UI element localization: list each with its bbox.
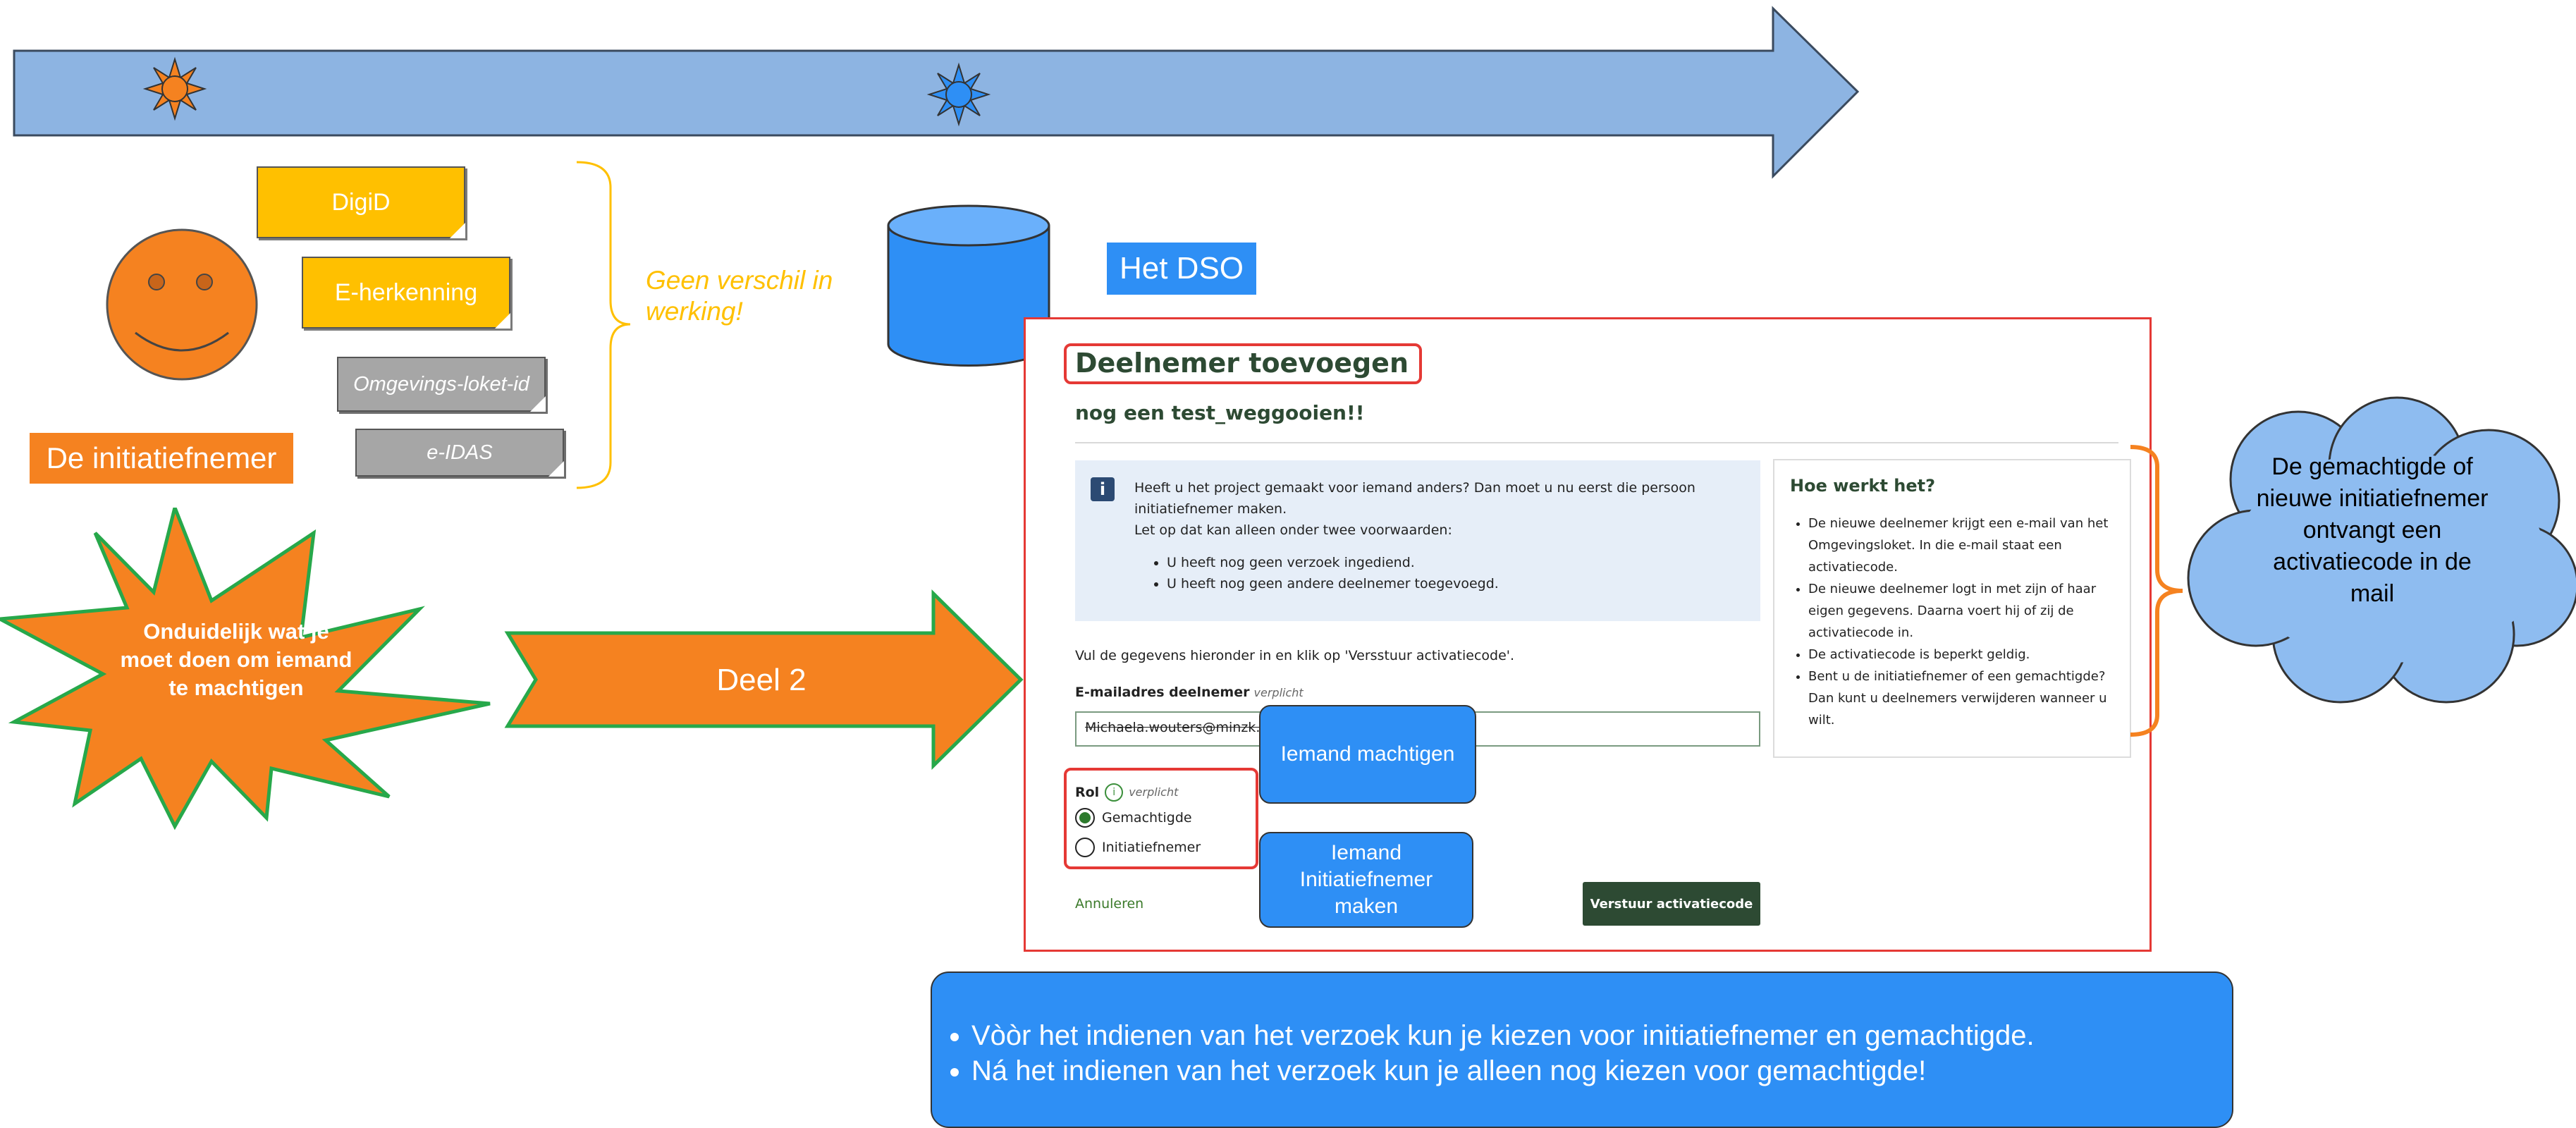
deel2-label: Deel 2	[716, 663, 806, 697]
cloud-shape	[2187, 396, 2576, 704]
info-bullet: U heeft nog geen andere deelnemer toegev…	[1167, 573, 1741, 594]
role-label: Rol	[1075, 785, 1100, 800]
radio-unselected[interactable]	[1075, 838, 1095, 857]
email-label: E-mailadres deelnemer	[1075, 685, 1250, 700]
dso-screenshot: Deelnemer toevoegen nog een test_weggooi…	[1024, 317, 2152, 952]
info-bullet: U heeft nog geen verzoek ingediend.	[1167, 552, 1741, 573]
email-value: Michaela.wouters@minzk...	[1085, 720, 1269, 735]
role-box	[1064, 768, 1258, 869]
help-title: Hoe werkt het?	[1790, 476, 1936, 496]
login-eherkenning: E-herkenning	[302, 257, 510, 329]
burst-shape	[0, 508, 491, 830]
divider	[1075, 442, 2118, 443]
sun-icon-orange	[142, 56, 207, 121]
role-option-gemachtigde[interactable]: Gemachtigde	[1075, 807, 1192, 828]
brace-note: Geen verschil in werking!	[646, 266, 833, 326]
sun-icon-blue	[926, 62, 991, 127]
callout-iemand-initiatiefnemer: Iemand Initiatiefnemer maken	[1259, 832, 1473, 928]
radio-selected[interactable]	[1075, 808, 1095, 828]
database-icon	[887, 204, 1050, 367]
form-title: Deelnemer toevoegen	[1075, 348, 1409, 379]
role-option-initiatiefnemer[interactable]: Initiatiefnemer	[1075, 837, 1201, 858]
brace-yellow	[576, 161, 631, 489]
bracket-orange	[2130, 445, 2183, 737]
submit-button[interactable]: Verstuur activatiecode	[1583, 882, 1760, 926]
bottom-note: Vòòr het indienen van het verzoek kun je…	[971, 1018, 2035, 1053]
email-required: verplicht	[1253, 686, 1304, 699]
role-info-icon[interactable]: i	[1105, 783, 1124, 802]
help-box: Hoe werkt het? De nieuwe deelnemer krijg…	[1773, 459, 2131, 758]
cloud-note: De gemachtigde of nieuwe initiatiefnemer…	[2256, 453, 2489, 607]
info-line2: initiatiefnemer maken.	[1134, 501, 1287, 517]
login-omgevingsloket-id: Omgevings-loket-id	[337, 357, 546, 412]
bottom-note-box: Vòòr het indienen van het verzoek kun je…	[931, 971, 2233, 1128]
help-item: De nieuwe deelnemer krijgt een e-mail va…	[1808, 513, 2126, 578]
dso-label: Het DSO	[1107, 243, 1256, 295]
help-item: De activatiecode is beperkt geldig.	[1808, 644, 2126, 666]
burst-note: Onduidelijk wat je moet doen om iemand t…	[120, 619, 352, 700]
info-icon: i	[1091, 477, 1115, 501]
role-required: verplicht	[1129, 785, 1179, 799]
timeline-arrow	[13, 6, 1860, 179]
help-item: De nieuwe deelnemer logt in met zijn of …	[1808, 578, 2126, 644]
login-digid: DigiD	[257, 166, 465, 238]
smiley-icon	[106, 228, 258, 381]
deel2-arrow	[504, 589, 1024, 770]
info-box: i Heeft u het project gemaakt voor ieman…	[1075, 460, 1760, 621]
form-title-box	[1064, 343, 1422, 384]
callout-iemand-machtigen: Iemand machtigen	[1259, 705, 1476, 804]
bottom-note: Ná het indienen van het verzoek kun je a…	[971, 1053, 2035, 1089]
form-subtitle: nog een test_weggooien!!	[1075, 401, 1365, 424]
initiatiefnemer-label: De initiatiefnemer	[30, 433, 293, 484]
help-item: Bent u de initiatiefnemer of een gemacht…	[1808, 666, 2126, 731]
info-line1: Heeft u het project gemaakt voor iemand …	[1134, 480, 1695, 496]
form-instruction: Vul de gegevens hieronder in en klik op …	[1075, 648, 1515, 663]
info-line3: Let op dat kan alleen onder twee voorwaa…	[1134, 522, 1452, 538]
cancel-link[interactable]: Annuleren	[1075, 896, 1144, 912]
login-eidas: e-IDAS	[355, 429, 564, 477]
